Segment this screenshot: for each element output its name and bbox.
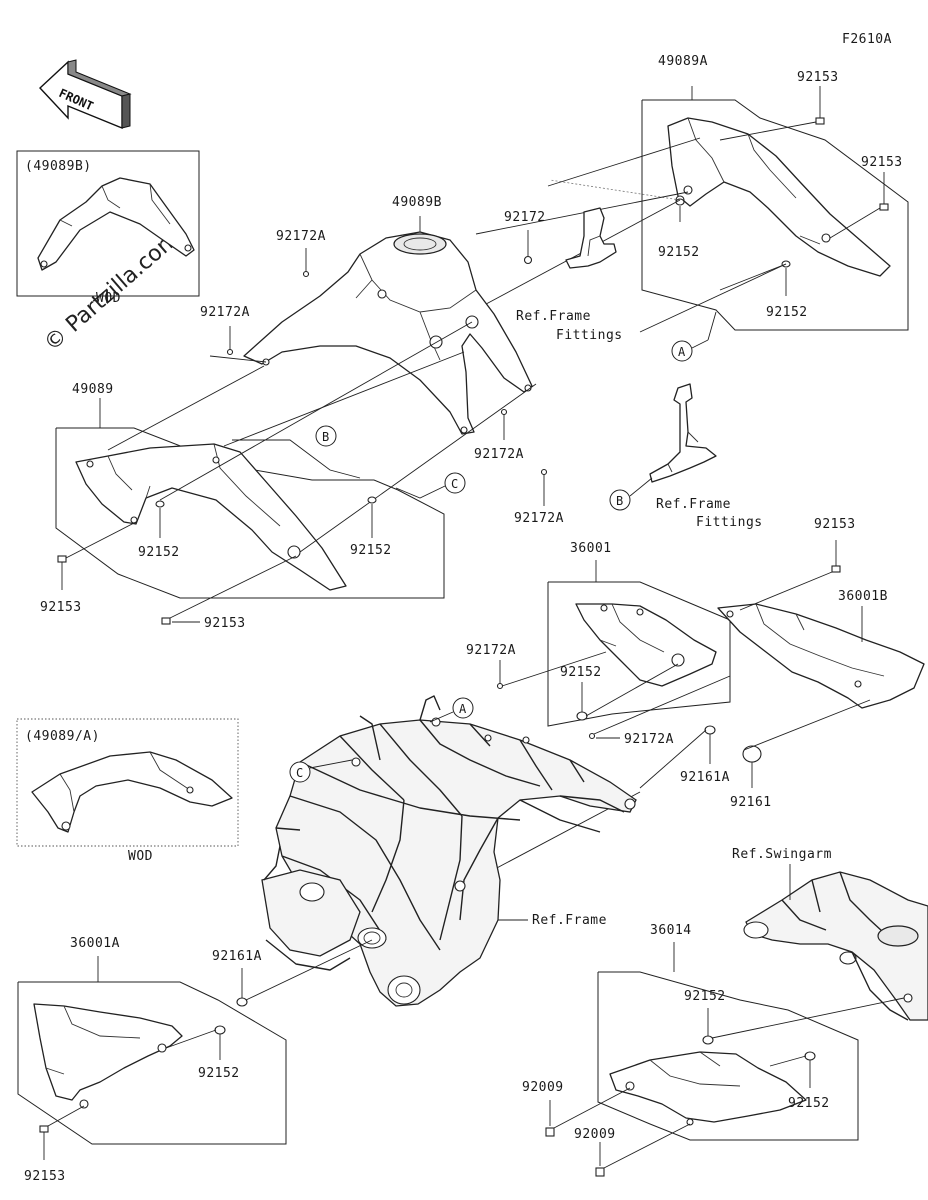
part-49089b: 49089B (243, 195, 533, 435)
label-92172a-lower: 92172A (514, 511, 564, 526)
callout-a-lower: A (429, 697, 474, 723)
clip-92172a-mid: 92172A (474, 408, 524, 462)
part-36001b: 36001B (717, 589, 925, 709)
callout-c-lower: C (289, 759, 353, 783)
callout-c-lower-text: C (296, 766, 303, 780)
screw-92009-b: 92009 (574, 1123, 691, 1177)
label-49089b: 49089B (392, 195, 442, 210)
callout-b-upper: B (232, 425, 361, 479)
clip-92172a-36001-low: 92172A (588, 675, 731, 747)
bolt-92153-bottom-left: 92153 (161, 555, 297, 631)
label-92161: 92161 (730, 795, 772, 810)
part-36001a: 36001A (17, 936, 287, 1145)
label-92153-mid-right: 92153 (814, 517, 856, 532)
swingarm: Ref.Swingarm (732, 847, 928, 1021)
clip-92172a-lower: 92172A (514, 468, 564, 526)
damper-92161: 92161 (730, 699, 871, 810)
bolt-92153-36001a: 92153 (24, 1105, 85, 1184)
inset-1-note: WOD (96, 291, 121, 306)
grommet-92152-36001a: 92152 (165, 1025, 240, 1081)
label-ref-frame-fittings-2b: Fittings (696, 515, 763, 530)
figure-code: F2610A (842, 32, 892, 47)
label-92152-36014-right: 92152 (788, 1096, 830, 1111)
main-frame: Ref.Frame (261, 695, 637, 1007)
inset-2-title: (49089/A) (25, 729, 100, 744)
label-ref-frame-fittings-2a: Ref.Frame (656, 497, 731, 512)
label-ref-frame-fittings-1a: Ref.Frame (516, 309, 591, 324)
grommet-92152-upper: 92152 (658, 198, 700, 260)
grommet-92152-36014-right: 92152 (769, 1051, 830, 1111)
label-36001a: 36001A (70, 936, 120, 951)
label-92009-b: 92009 (574, 1127, 616, 1142)
inset-49089b: (49089B) WOD (16, 150, 200, 306)
label-92161a-lower: 92161A (212, 949, 262, 964)
clip-92172a-36001: 92172A (466, 643, 607, 690)
callout-b-upper-text: B (322, 430, 329, 444)
label-36014: 36014 (650, 923, 692, 938)
grommet-92152-36014-up: 92152 (684, 989, 905, 1045)
clip-92172a-left: 92172A (200, 305, 267, 363)
label-92172: 92172 (504, 210, 546, 225)
part-36014: 36014 (597, 923, 859, 1141)
label-92153-right: 92153 (861, 155, 903, 170)
label-92152-36001a: 92152 (198, 1066, 240, 1081)
label-92172a-left-upper: 92172A (276, 229, 326, 244)
clip-92172a-left-upper: 92172A (276, 229, 326, 278)
clip-92172: 92172 (504, 210, 546, 265)
label-36001: 36001 (570, 541, 612, 556)
label-92153-top: 92153 (797, 70, 839, 85)
label-92172a-left: 92172A (200, 305, 250, 320)
callout-b-lower-text: B (616, 494, 623, 508)
grommet-92152-mid: 92152 (350, 496, 392, 558)
callout-a-upper: A (671, 311, 717, 362)
label-92161a: 92161A (680, 770, 730, 785)
bolt-92153-top: 92153 (719, 70, 839, 141)
callout-a-upper-text: A (678, 345, 686, 359)
label-92152-mid: 92152 (350, 543, 392, 558)
bolt-92153-right: 92153 (829, 155, 903, 239)
label-92009-a: 92009 (522, 1080, 564, 1095)
label-92172a-36001-low: 92172A (624, 732, 674, 747)
label-36001b: 36001B (838, 589, 888, 604)
label-ref-swingarm: Ref.Swingarm (732, 847, 832, 862)
grommet-92152-36001: 92152 (560, 663, 679, 721)
screw-92009-a: 92009 (522, 1080, 631, 1137)
front-arrow-icon: FRONT (39, 59, 132, 130)
part-36001: 36001 (547, 541, 731, 727)
label-92152-36001: 92152 (560, 665, 602, 680)
label-92153-left: 92153 (40, 600, 82, 615)
label-92152-left: 92152 (138, 545, 180, 560)
inset-2-note: WOD (128, 849, 153, 864)
callout-c-upper-text: C (451, 477, 458, 491)
inset-49089a: (49089/A) WOD (16, 718, 239, 864)
inset-1-title: (49089B) (25, 159, 92, 174)
label-92152-36014-up: 92152 (684, 989, 726, 1004)
callout-a-lower-text: A (459, 702, 467, 716)
label-ref-frame-fittings-1b: Fittings (556, 328, 623, 343)
label-92153-bottom-left: 92153 (204, 616, 246, 631)
bolt-92153-mid-right: 92153 (739, 517, 856, 611)
label-ref-frame: Ref.Frame (532, 913, 607, 928)
grommet-92152-upper-right: 92152 (719, 260, 808, 320)
part-49089a: 49089A (549, 54, 909, 331)
ref-frame-fittings-2: B Ref.Frame Fittings (609, 383, 763, 530)
grommet-92152-left: 92152 (138, 500, 180, 560)
ref-frame-fittings-1: Ref.Frame Fittings (516, 207, 623, 343)
callout-c-upper: C (395, 472, 466, 499)
label-92152-upper-right: 92152 (766, 305, 808, 320)
label-92172a-36001: 92172A (466, 643, 516, 658)
damper-92161a-lower: 92161A (212, 939, 373, 1007)
label-49089a: 49089A (658, 54, 708, 69)
part-49089: 49089 (55, 382, 445, 599)
damper-92161a: 92161A (680, 725, 730, 785)
label-92172a-mid: 92172A (474, 447, 524, 462)
bolt-92153-left: 92153 (40, 521, 137, 615)
label-92153-36001a: 92153 (24, 1169, 66, 1184)
label-49089: 49089 (72, 382, 114, 397)
label-92152-upper: 92152 (658, 245, 700, 260)
